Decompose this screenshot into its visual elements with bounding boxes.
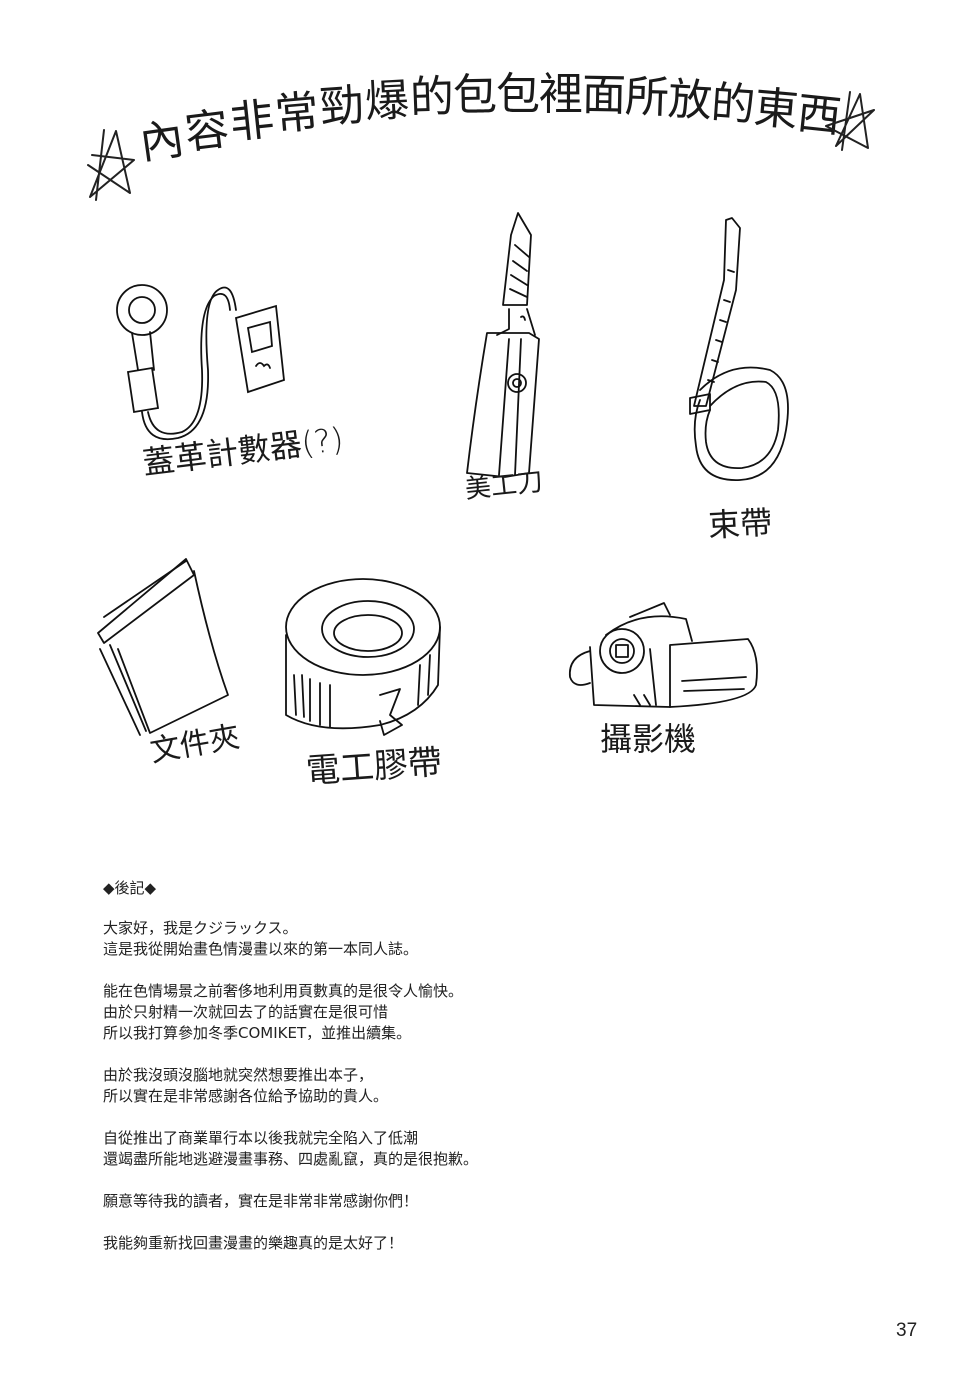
title-char: 裡	[539, 69, 583, 120]
afterword-paragraph: 我能夠重新找回畫漫畫的樂趣真的是太好了！	[103, 1233, 703, 1254]
afterword-line: 願意等待我的讀者，實在是非常非常感謝你們！	[103, 1192, 419, 1210]
afterword-paragraph: 由於我沒頭沒腦地就突然想要推出本子， 所以實在是非常感謝各位給予協助的貴人。	[103, 1065, 703, 1107]
box-cutter-item: 美工刀	[455, 205, 555, 505]
title-char: 容	[181, 103, 232, 160]
video-camera-icon	[568, 602, 758, 708]
folder-icon	[97, 558, 229, 736]
geiger-counter-icon	[116, 284, 285, 441]
page-number: 37	[896, 1320, 918, 1341]
afterword-paragraph: 願意等待我的讀者，實在是非常非常感謝你們！	[103, 1191, 703, 1212]
afterword-line: 我能夠重新找回畫漫畫的樂趣真的是太好了！	[103, 1234, 404, 1252]
afterword: ◆後記◆ 大家好，我是クジラックス。 這是我從開始畫色情漫畫以來的第一本同人誌。…	[103, 878, 703, 1275]
title-text: 內 容 非 常 勁 爆 的 包 包 裡 面 所 放 的 東 西	[130, 69, 844, 180]
title-char: 放	[666, 73, 714, 128]
title-char: 的	[709, 77, 757, 132]
item-label: 美工刀	[463, 467, 545, 505]
cable-tie-icon	[689, 217, 789, 481]
item-label: 束帶	[707, 503, 773, 545]
title-char: 東	[751, 82, 801, 137]
electrical-tape-item: 電工膠帶	[280, 575, 443, 792]
afterword-line: 還竭盡所能地逃避漫畫事務、四處亂竄，真的是很抱歉。	[103, 1150, 479, 1168]
cable-tie-item: 束帶	[670, 210, 800, 545]
title-char: 勁	[318, 79, 366, 134]
afterword-line: 由於我沒頭沒腦地就突然想要推出本子，	[103, 1066, 374, 1084]
page-title: 內 容 非 常 勁 爆 的 包 包 裡 面 所 放 的 東 西	[80, 60, 880, 210]
afterword-line: 所以實在是非常感謝各位給予協助的貴人。	[103, 1087, 389, 1105]
afterword-line: 這是我從開始畫色情漫畫以來的第一本同人誌。	[103, 940, 419, 958]
title-char: 常	[272, 86, 322, 141]
star-icon	[82, 125, 142, 205]
afterword-paragraph: 大家好，我是クジラックス。 這是我從開始畫色情漫畫以來的第一本同人誌。	[103, 918, 703, 960]
geiger-counter-item: 蓋革計數器(?)	[110, 270, 346, 482]
title-char: 非	[227, 93, 277, 150]
title-char: 包	[496, 69, 540, 120]
afterword-paragraph: 能在色情場景之前奢侈地利用頁數真的是很令人愉快。 由於只射精一次就回去了的話實在…	[103, 981, 703, 1044]
afterword-line: 由於只射精一次就回去了的話實在是很可惜	[103, 1003, 389, 1021]
electrical-tape-icon	[285, 578, 441, 736]
afterword-heading: ◆後記◆	[103, 879, 157, 897]
title-char: 爆	[363, 74, 411, 129]
title-char: 的	[409, 71, 455, 124]
item-label: 電工膠帶	[304, 742, 444, 792]
title-char: 所	[624, 71, 670, 124]
afterword-line: 能在色情場景之前奢侈地利用頁數真的是很令人愉快。	[103, 982, 464, 1000]
afterword-line: 自從推出了商業單行本以後我就完全陷入了低潮	[103, 1129, 419, 1147]
video-camera-item: 攝影機	[560, 595, 760, 755]
title-char: 內	[136, 113, 188, 170]
item-label: 攝影機	[600, 720, 697, 758]
folder-item: 文件夾	[90, 545, 242, 770]
box-cutter-icon	[466, 212, 540, 478]
afterword-line: 大家好，我是クジラックス。	[103, 919, 298, 937]
title-char: 面	[581, 69, 627, 122]
star-icon	[822, 88, 882, 158]
afterword-line: 所以我打算參加冬季COMIKET，並推出續集。	[103, 1024, 412, 1042]
afterword-paragraph: 自從推出了商業單行本以後我就完全陷入了低潮 還竭盡所能地逃避漫畫事務、四處亂竄，…	[103, 1128, 703, 1170]
title-char: 包	[452, 69, 498, 122]
